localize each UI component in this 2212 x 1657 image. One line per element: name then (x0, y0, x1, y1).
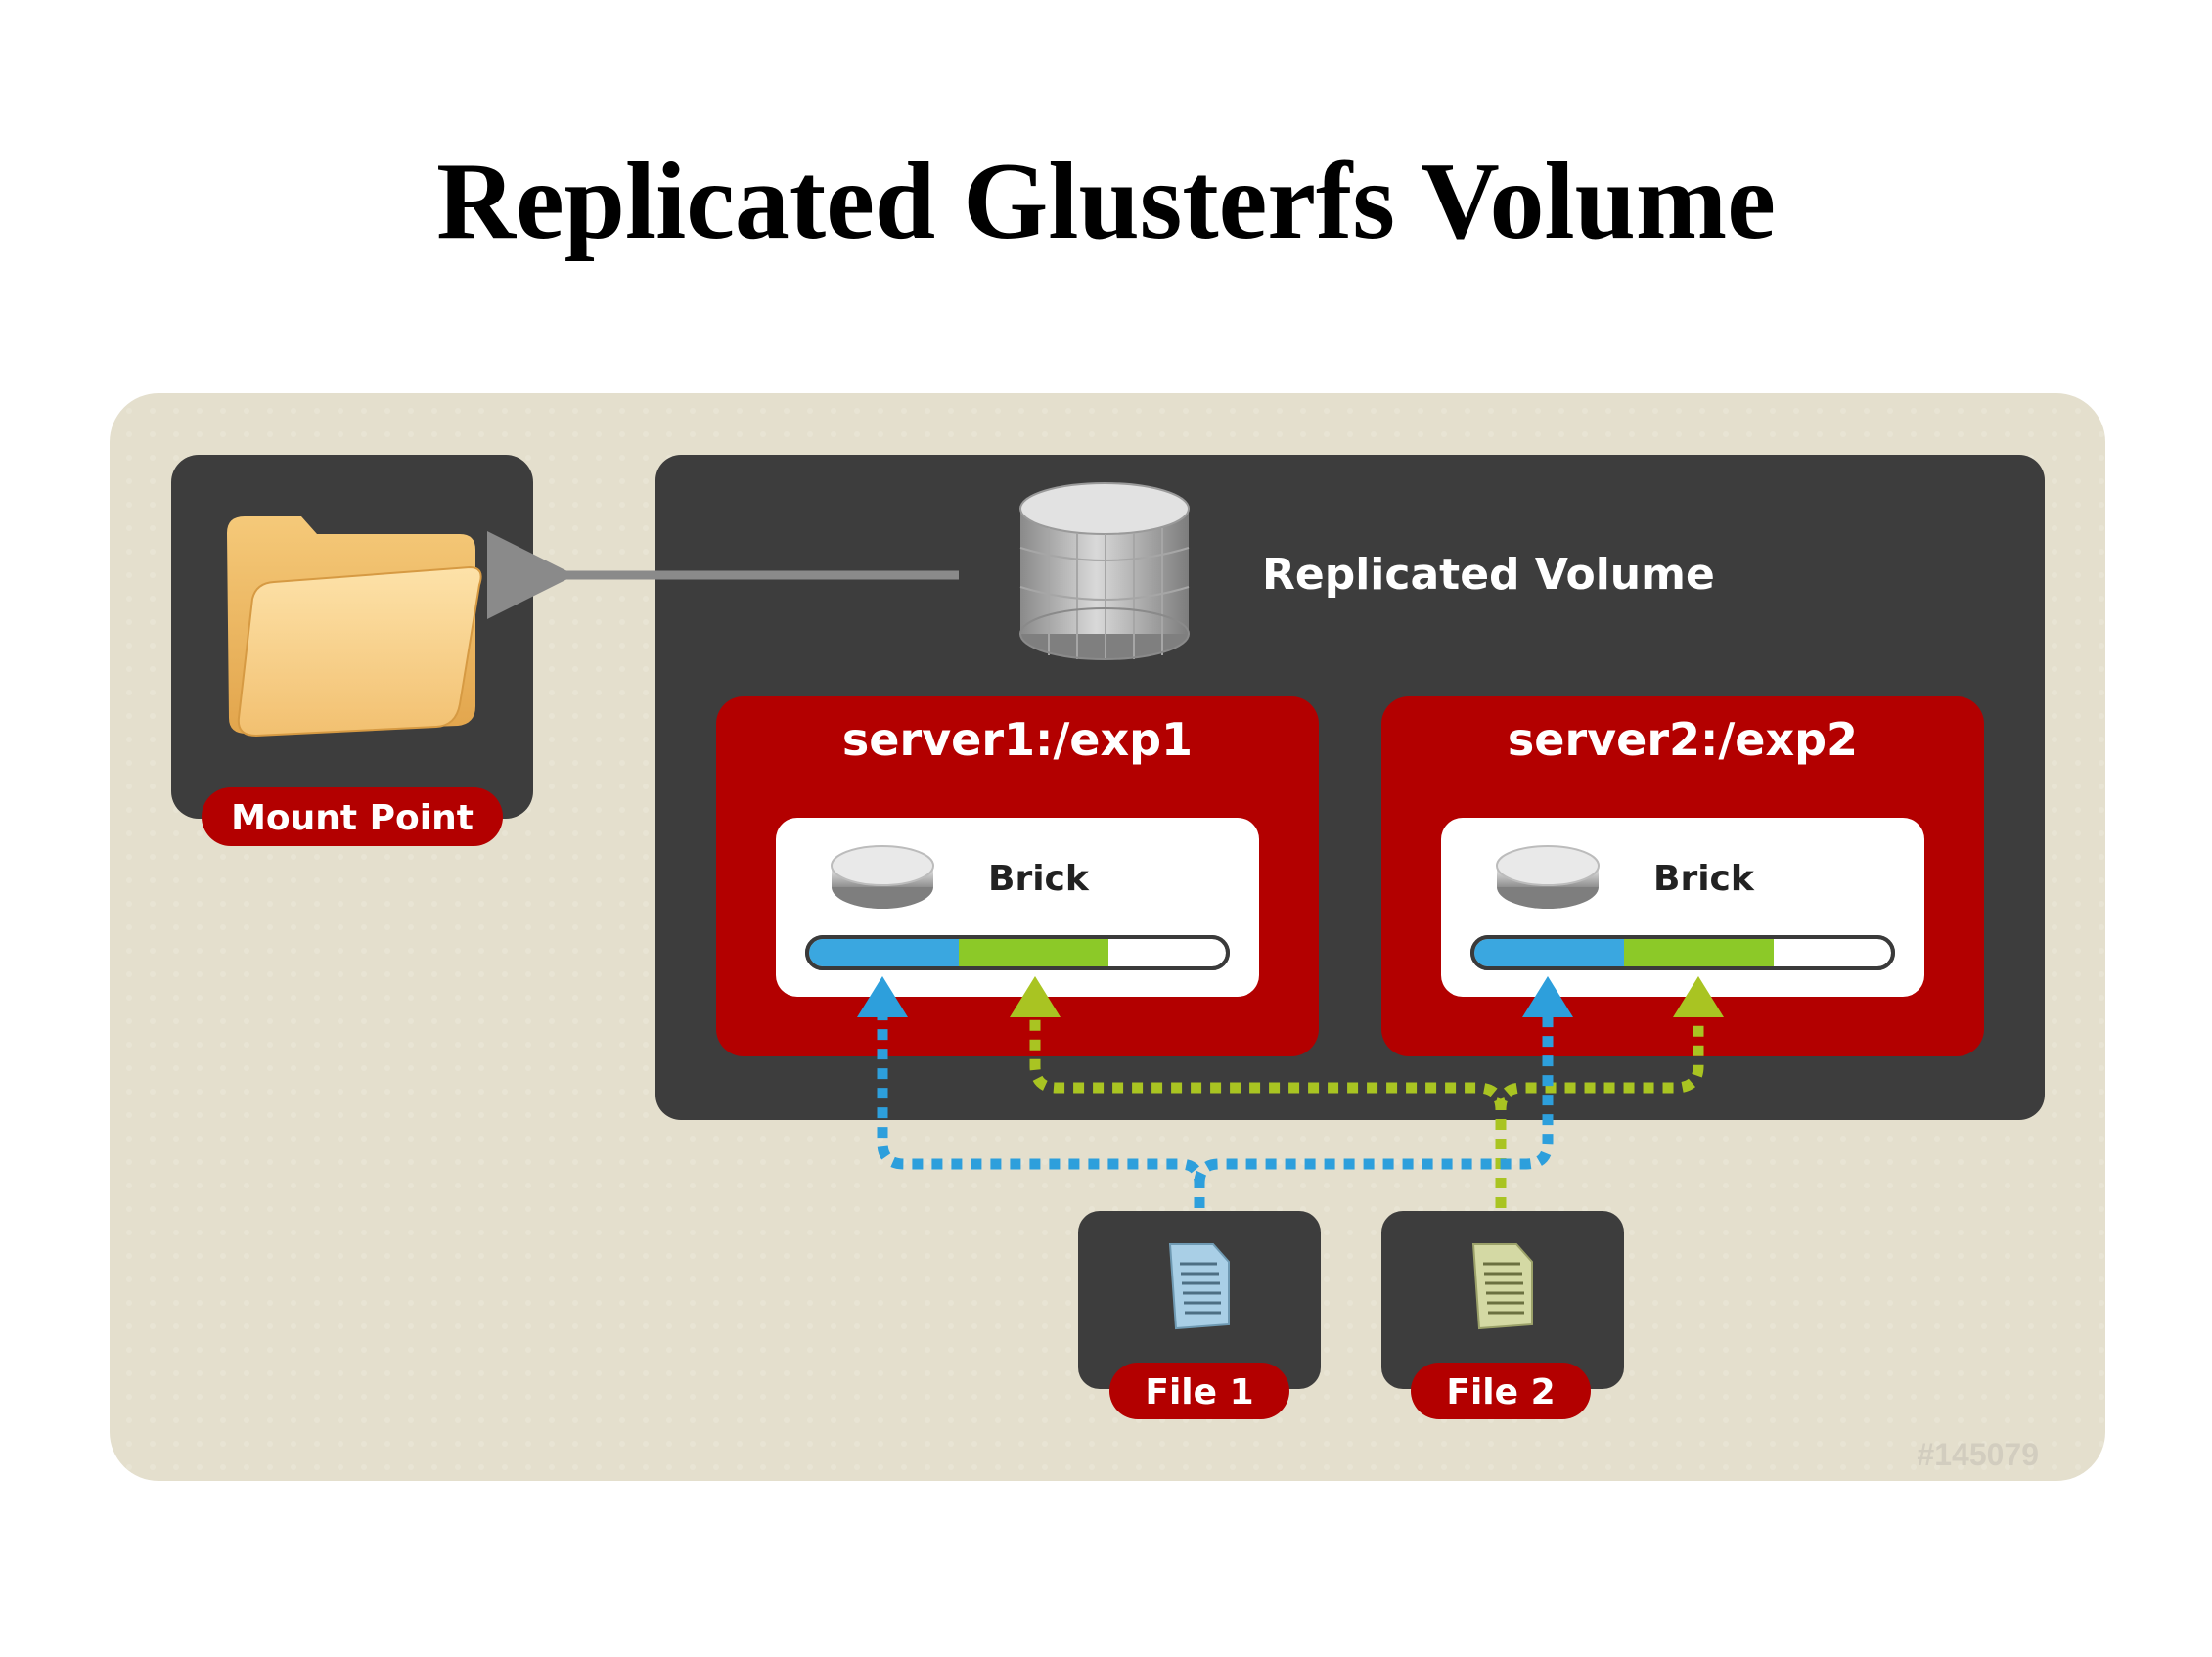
file-1-label: File 1 (1145, 1372, 1253, 1412)
page-title: Replicated Glusterfs Volume (436, 141, 1776, 262)
file1-replication-path (877, 1017, 1554, 1208)
brick-card-2: Brick (1441, 818, 1924, 997)
replicated-volume-panel: Replicated Volume server1:/exp1 Brick (487, 455, 2045, 1120)
replicated-volume-label: Replicated Volume (1262, 550, 1715, 600)
brick-1-label: Brick (988, 859, 1090, 899)
file-2-label: File 2 (1446, 1372, 1555, 1412)
document-icon (1168, 1243, 1230, 1330)
brick-progress-bar-2 (1470, 935, 1895, 970)
mount-point-label: Mount Point (231, 798, 474, 838)
disk-icon (831, 845, 934, 909)
server-2-label: server2:/exp2 (1508, 713, 1858, 766)
database-cylinder-icon (1019, 482, 1190, 660)
file-2-panel: File 2 (1381, 1211, 1624, 1419)
server-1-label: server1:/exp1 (842, 713, 1193, 766)
server-box-1: server1:/exp1 Brick (716, 696, 1319, 1056)
reference-number: #145079 (1917, 1437, 2039, 1472)
folder-icon (227, 516, 482, 738)
brick-card-1: Brick (776, 818, 1259, 997)
file1-arrowhead-server2 (1522, 976, 1573, 1017)
brick-progress-bar-1 (805, 935, 1230, 970)
server-box-2: server2:/exp2 Brick (1381, 696, 1984, 1056)
document-icon (1471, 1243, 1533, 1330)
file2-arrowhead-server1 (1010, 976, 1061, 1017)
brick-2-label: Brick (1653, 859, 1755, 899)
disk-icon (1496, 845, 1600, 909)
file1-arrowhead-server1 (857, 976, 908, 1017)
arrowheads (857, 976, 1724, 1017)
mount-point-panel: Mount Point (171, 455, 533, 846)
file2-arrowhead-server2 (1673, 976, 1724, 1017)
file2-replication-path (1029, 1017, 1704, 1208)
file-1-panel: File 1 (1078, 1211, 1321, 1419)
